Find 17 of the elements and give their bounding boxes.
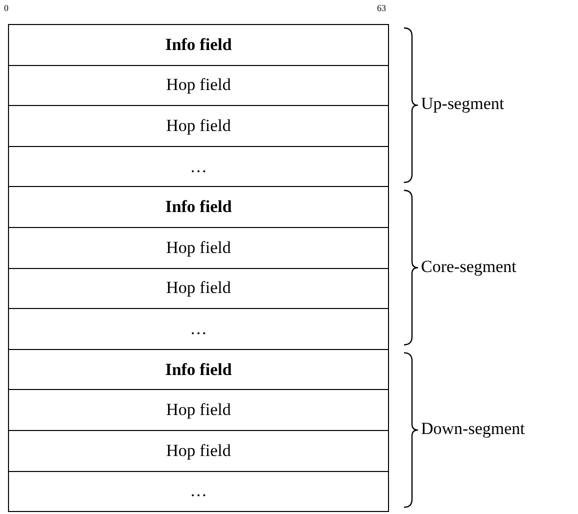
bit-position-label: 0 bbox=[4, 3, 8, 13]
field-row: … bbox=[8, 308, 389, 350]
field-row: Hop field bbox=[8, 105, 389, 147]
segment-label: Up-segment bbox=[421, 94, 504, 114]
header-field-row: Info field bbox=[8, 186, 389, 228]
bit-position-label: 63 bbox=[377, 3, 386, 13]
field-row: Hop field bbox=[8, 430, 389, 472]
field-row: Hop field bbox=[8, 64, 389, 106]
field-row: … bbox=[8, 470, 389, 512]
header-field-row: Info field bbox=[8, 24, 389, 66]
header-field-row: Info field bbox=[8, 348, 389, 390]
segment-label: Down-segment bbox=[421, 419, 525, 439]
field-row: Hop field bbox=[8, 227, 389, 269]
field-row: Hop field bbox=[8, 389, 389, 431]
segment-label: Core-segment bbox=[421, 256, 516, 277]
field-row: Hop field bbox=[8, 268, 389, 310]
field-row: … bbox=[8, 146, 389, 188]
